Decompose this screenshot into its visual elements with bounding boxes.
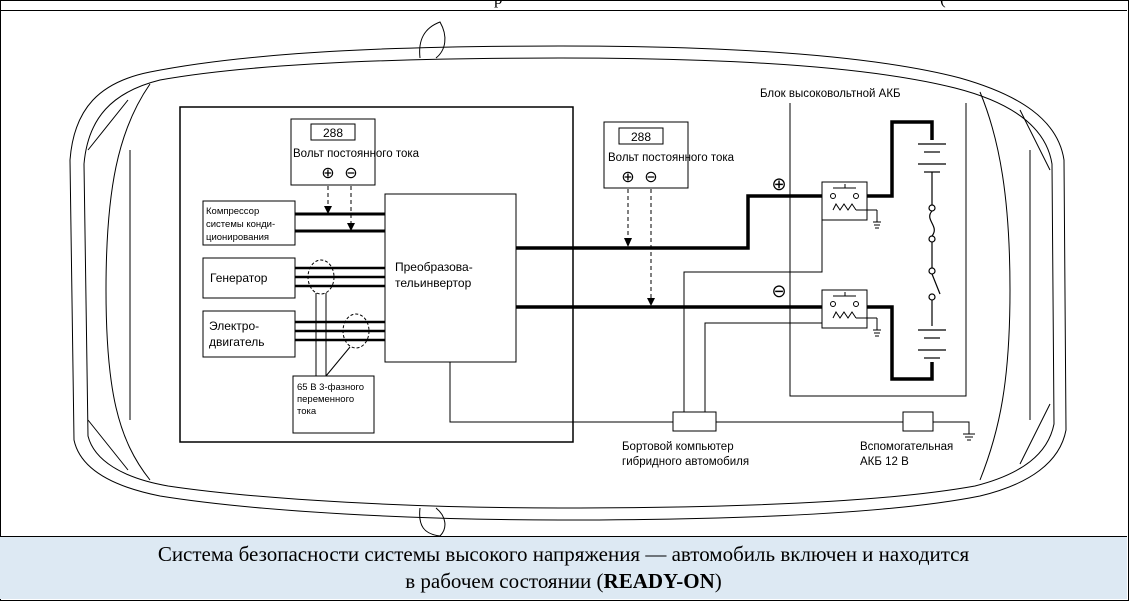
caption-line-2: в рабочем состоянии (READY-ON) <box>0 568 1127 595</box>
right-probe-arrows <box>624 238 655 306</box>
hybrid-system-diagram: 288 Вольт постоянного тока ⊕ ⊖ Компрессо… <box>69 21 1067 536</box>
voltmeter-left-label: Вольт постоянного тока <box>293 148 420 160</box>
voltmeter-right-minus: ⊖ <box>644 169 657 186</box>
caption-line-1: Система безопасности системы высокого на… <box>157 542 970 566</box>
hv-battery-enclosure: Блок высоковольтной АКБ <box>760 88 967 397</box>
left-probe-lines <box>327 186 352 225</box>
caption-line-2-prefix: в рабочем состоянии ( <box>405 569 604 593</box>
ac-note-line-2: переменного <box>297 394 354 405</box>
aux-battery: Вспомогательная АКБ 12 В <box>860 411 953 468</box>
voltmeter-left-value: 288 <box>323 126 343 140</box>
motor-wires <box>295 320 385 342</box>
motor-label-2: двигатель <box>209 335 265 349</box>
relay-plus <box>821 181 881 229</box>
generator-label: Генератор <box>210 271 268 285</box>
top-partial-text: р <box>494 0 503 9</box>
car-outline <box>69 21 1067 536</box>
motor-label-1: Электро- <box>209 319 259 333</box>
compressor-wires <box>295 212 385 233</box>
voltmeter-right-value: 288 <box>631 130 651 144</box>
voltmeter-left-plus: ⊕ <box>321 165 334 182</box>
compressor-label-3: ционирования <box>206 232 269 243</box>
left-probe-arrows <box>324 206 355 231</box>
hv-plus-sign: ⊕ <box>771 174 786 194</box>
figure-caption: Система безопасности системы высокого на… <box>0 536 1127 599</box>
hv-cables <box>516 194 822 309</box>
hv-ecu-label-2: гибридного автомобиля <box>622 456 749 468</box>
aux-battery-label-2: АКБ 12 В <box>860 456 909 468</box>
hv-ecu-label-1: Бортовой компьютер <box>622 441 734 453</box>
inverter-label-2: тельинвертор <box>395 276 472 290</box>
hv-battery-label: Блок высоковольтной АКБ <box>760 88 901 100</box>
aux-battery-label-1: Вспомогательная <box>860 441 953 453</box>
motor-box: Электро- двигатель <box>202 310 296 358</box>
right-probe-lines <box>627 189 652 300</box>
voltmeter-right-plus: ⊕ <box>621 169 634 186</box>
ac-note-line-1: 65 В 3-фазного <box>297 382 364 393</box>
ac-note-box: 65 В 3-фазного переменного тока <box>292 293 375 434</box>
top-caption-band: р ( <box>0 0 1127 11</box>
compressor-label-1: Компрессор <box>206 206 259 217</box>
caption-line-2-suffix: ) <box>714 569 722 593</box>
compressor-box: Компрессор системы конди- ционирования <box>202 200 296 246</box>
ac-note-line-3: тока <box>297 406 317 417</box>
voltmeter-left: 288 Вольт постоянного тока ⊕ ⊖ <box>290 118 420 186</box>
battery-stack-wires <box>867 120 934 381</box>
hv-ecu: Бортовой компьютер гибридного автомобиля <box>622 411 749 468</box>
generator-box: Генератор <box>202 257 296 299</box>
inverter-box: Преобразова- тельинвертор <box>384 193 517 363</box>
voltmeter-right: 288 Вольт постоянного тока ⊕ ⊖ <box>603 121 735 189</box>
caption-ready-on: READY-ON <box>603 569 715 593</box>
hv-minus-sign: ⊖ <box>771 281 786 301</box>
control-unit-box <box>179 106 574 443</box>
battery-cells <box>918 143 946 359</box>
voltmeter-right-label: Вольт постоянного тока <box>608 152 735 164</box>
control-wires <box>449 206 975 441</box>
top-partial-text-right: ( <box>940 0 946 9</box>
phase-markers <box>307 259 370 349</box>
inverter-label-1: Преобразова- <box>395 260 473 274</box>
relay-minus <box>821 289 881 337</box>
compressor-label-2: системы конди- <box>206 219 275 230</box>
voltmeter-left-minus: ⊖ <box>344 165 357 182</box>
